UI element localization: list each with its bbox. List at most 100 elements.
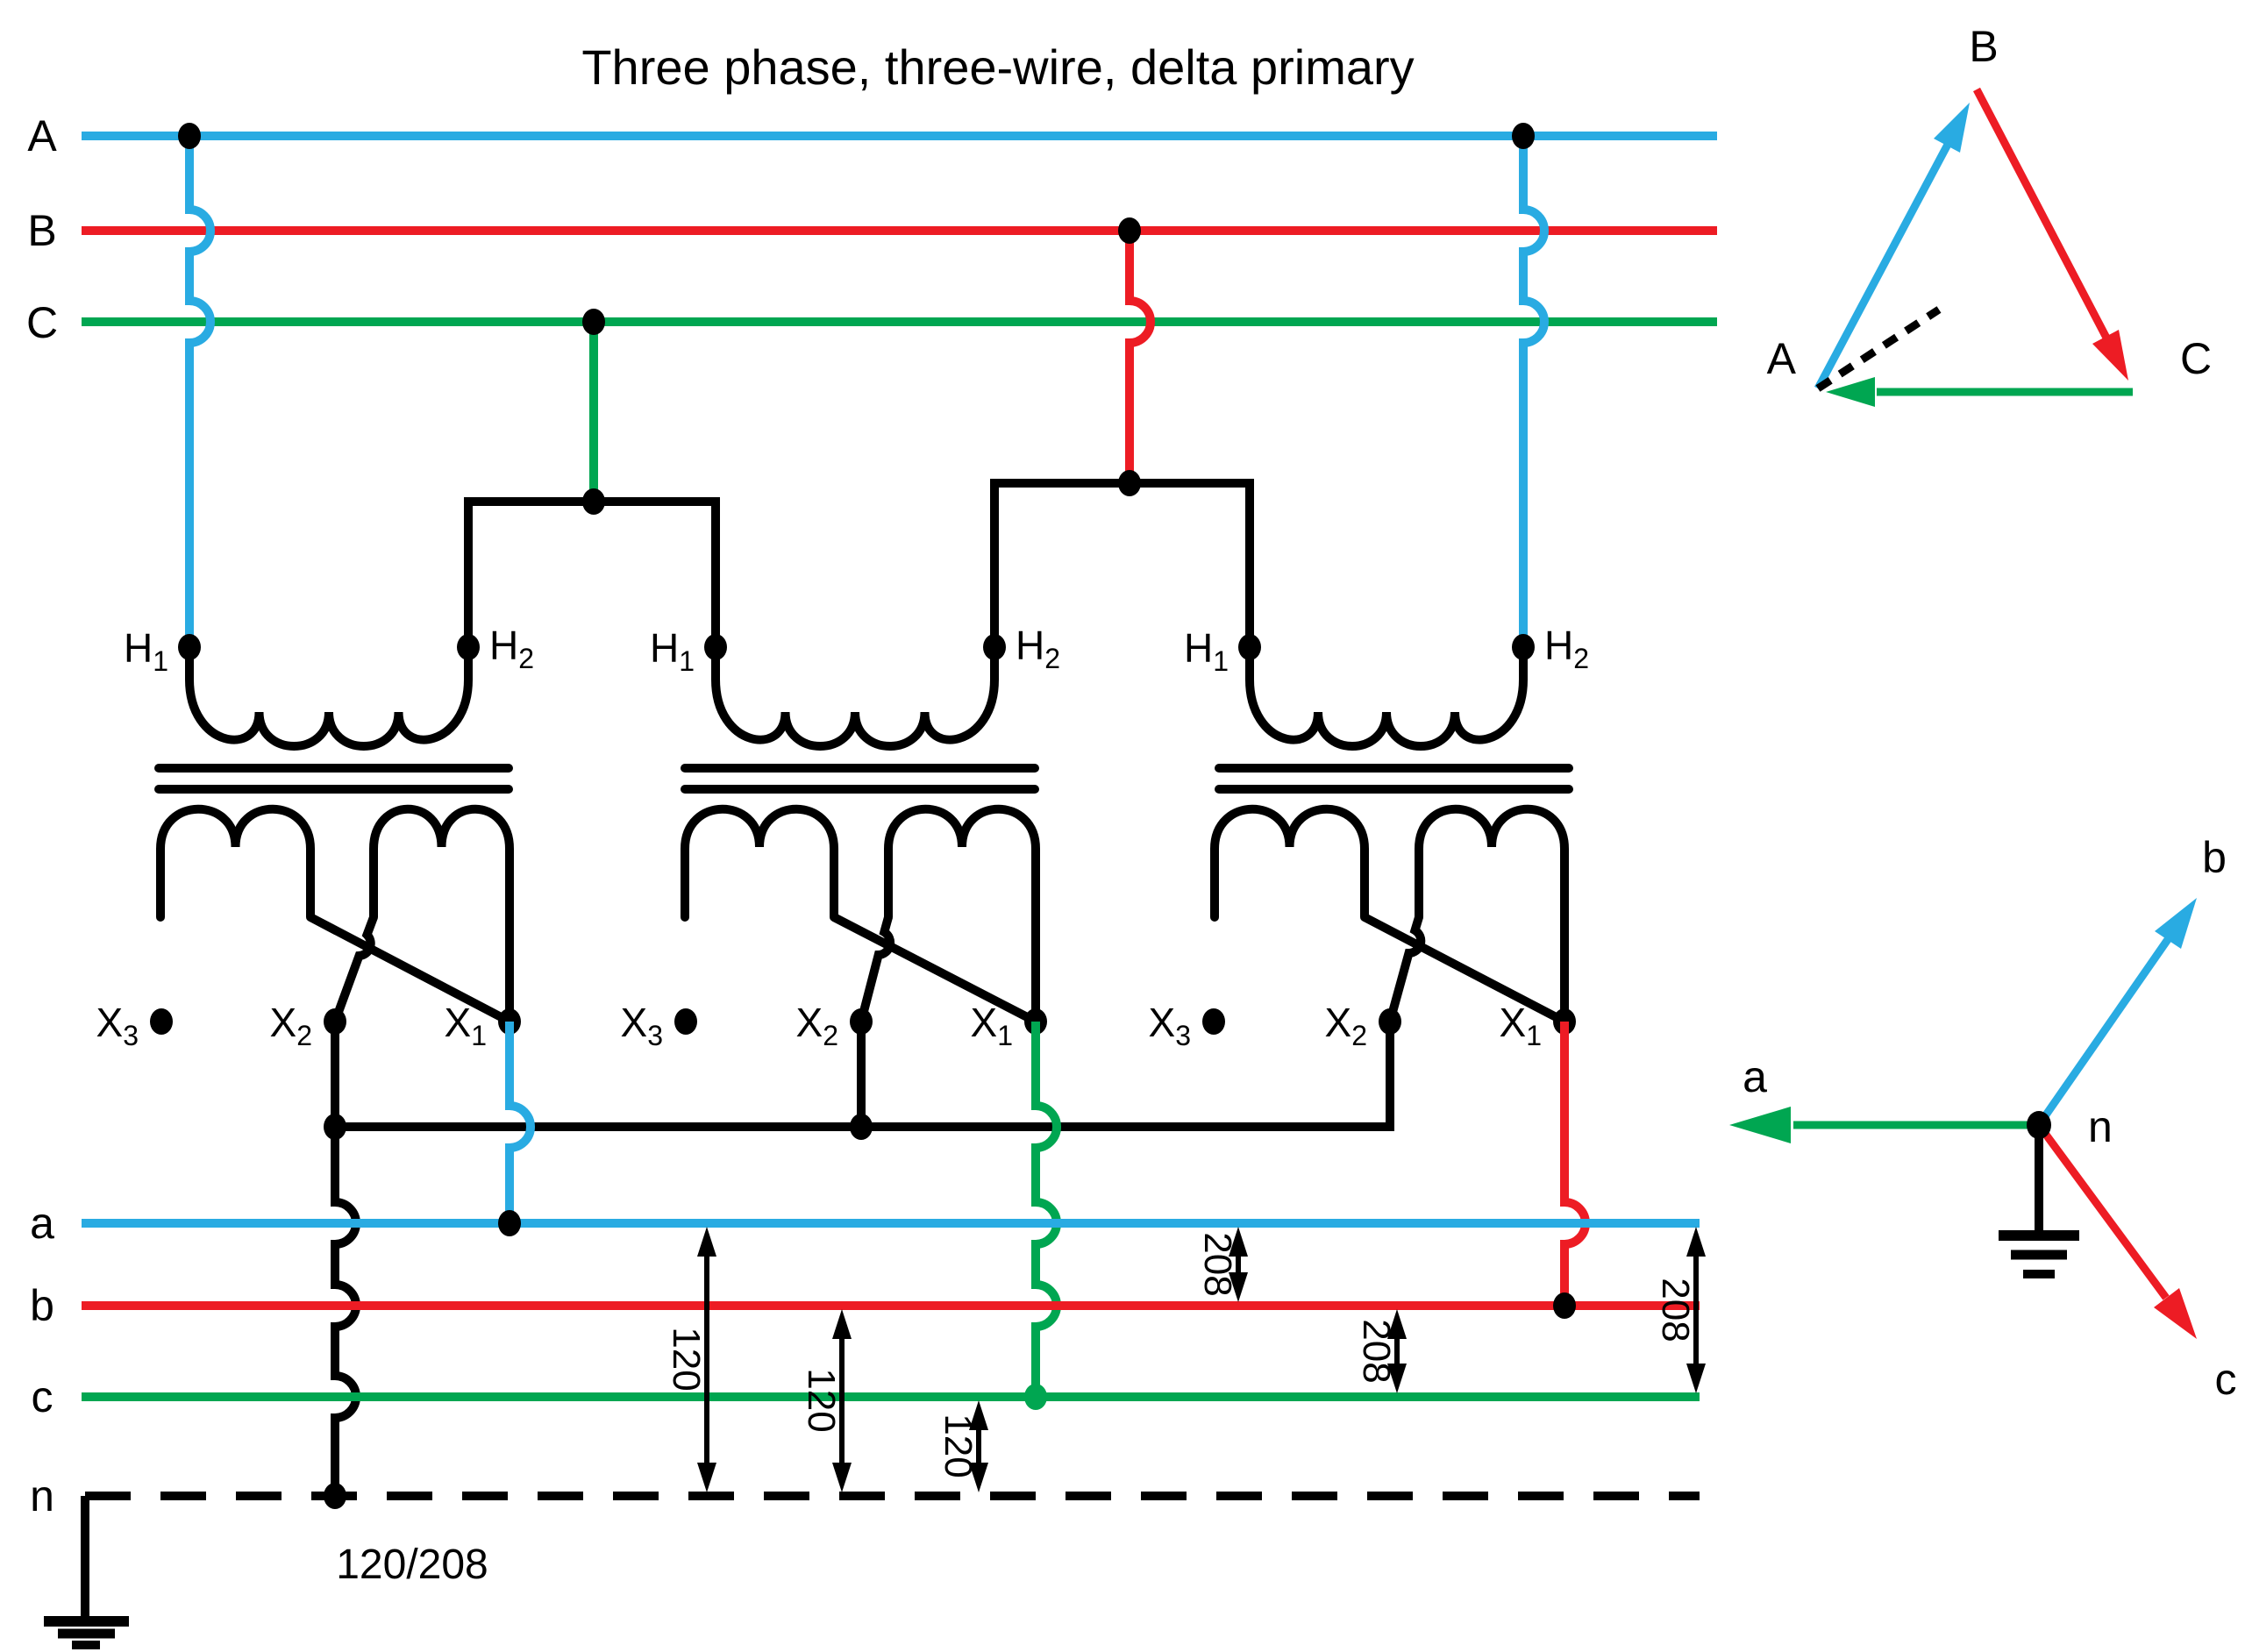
t1-primary-coil	[185, 643, 473, 751]
t2-h2-label: H2	[1016, 623, 1060, 674]
arrowhead-up-icon	[832, 1309, 852, 1339]
arrowhead-icon	[2092, 330, 2128, 381]
t3-x3-label: X3	[1149, 1000, 1191, 1051]
arrowhead-down-icon	[1686, 1364, 1706, 1393]
arrowhead-up-icon	[1686, 1227, 1706, 1257]
phase-C-label: C	[26, 298, 58, 347]
phasor-BC-vector	[1973, 87, 2112, 344]
transformer-2: H1 H2 X3 X2 X1	[621, 623, 1061, 1051]
arrowhead-icon	[2154, 1288, 2197, 1339]
t1-h1-label: H1	[124, 625, 168, 677]
primary-section: A B C	[26, 111, 1717, 647]
junction-dot	[1512, 123, 1535, 149]
secondary-neutral-bus	[335, 1022, 1394, 1131]
t3-primary-coil	[1245, 643, 1528, 751]
t1-h2-terminal-dot	[457, 634, 480, 660]
phasor-bn-vector	[2035, 933, 2174, 1128]
arrowhead-up-icon	[1387, 1309, 1407, 1339]
junction-dot	[582, 309, 605, 335]
arrowhead-icon	[2155, 898, 2197, 949]
arrowhead-down-icon	[697, 1463, 716, 1492]
neutral-node-dot	[2027, 1111, 2051, 1139]
t2-x1-diagonal-wire	[831, 913, 1038, 1026]
phase-c-label: c	[32, 1372, 53, 1421]
phase-A-label: A	[27, 111, 57, 160]
t1-x2-label: X2	[270, 1000, 312, 1051]
t3-x2-diagonal-wire	[1386, 915, 1426, 1023]
dim-label-a-b: 208	[1196, 1232, 1239, 1296]
t2-primary-coil	[711, 643, 999, 751]
dim-label-b-c: 208	[1355, 1319, 1398, 1383]
arrowhead-icon	[1934, 103, 1970, 153]
t2-x2-diagonal-wire	[857, 915, 895, 1023]
phasor-AB-vector	[1814, 139, 1953, 391]
arrowhead-up-icon	[1229, 1227, 1248, 1257]
t2-secondary-coil-2	[884, 804, 1040, 1026]
phase-A-tap-left-wire	[185, 136, 215, 647]
arrowhead-down-icon	[1387, 1364, 1407, 1393]
t2-h1-label: H1	[650, 625, 695, 677]
t3-secondary-coil-2	[1415, 804, 1569, 1026]
arrowhead-down-icon	[832, 1463, 852, 1492]
t2-x3-label: X3	[621, 1000, 663, 1051]
t1-x2-diagonal-wire	[331, 915, 378, 1023]
earth-ground-icon	[44, 1496, 129, 1649]
t3-x3-terminal-dot	[1202, 1008, 1225, 1035]
phase-b-label: b	[30, 1281, 54, 1330]
junction-dot	[1118, 470, 1141, 496]
phase-a-label: a	[30, 1199, 54, 1248]
t3-h2-label: H2	[1544, 623, 1589, 674]
service-voltage-label: 120/208	[336, 1542, 488, 1588]
diagram-title: Three phase, three-wire, delta primary	[581, 39, 1414, 95]
t1-h1-terminal-dot	[178, 634, 201, 660]
wye-a-label: a	[1743, 1052, 1767, 1101]
dimension-annotations: 120 120 120 208 208 208 120/208	[336, 1227, 1706, 1588]
phase-A-tap-right-wire	[1519, 136, 1549, 647]
t3-h1-terminal-dot	[1238, 634, 1261, 660]
t1-x1-label: X1	[445, 1000, 487, 1051]
phase-B-label: B	[27, 206, 56, 255]
junction-dot	[324, 1483, 346, 1509]
arrowhead-down-icon	[969, 1463, 988, 1492]
t1-x1-to-phase-a-wire	[505, 1022, 535, 1223]
junction-dot	[1024, 1384, 1047, 1410]
t2-h1-terminal-dot	[704, 634, 727, 660]
t2-secondary-coil-1	[681, 804, 838, 922]
t2-h2-terminal-dot	[983, 634, 1006, 660]
dim-label-b-n: 120	[800, 1368, 843, 1432]
wye-phasor-diagram: a b c n	[1729, 833, 2237, 1404]
earth-ground-icon	[1999, 1137, 2079, 1278]
dim-label-c-n: 120	[937, 1413, 980, 1478]
t3-x2-label: X2	[1325, 1000, 1367, 1051]
t1-x3-label: X3	[96, 1000, 139, 1051]
neutral-label: n	[30, 1471, 54, 1520]
junction-dot	[324, 1114, 346, 1140]
arrowhead-icon	[1729, 1107, 1791, 1143]
t3-x1-label: X1	[1500, 1000, 1542, 1051]
t2-x1-label: X1	[971, 1000, 1013, 1051]
t2-x2-label: X2	[796, 1000, 838, 1051]
dim-label-a-c: 208	[1654, 1278, 1697, 1342]
arrowhead-icon	[1826, 377, 1875, 407]
transformer-1: H1 H2 X3 X2 X1	[96, 623, 535, 1051]
arrowhead-down-icon	[1229, 1272, 1248, 1302]
t3-secondary-coil-1	[1210, 804, 1369, 922]
t2-x1-to-phase-c-wire	[1031, 1022, 1061, 1397]
junction-dot	[1118, 217, 1141, 244]
transformer-3: H1 H2 X3 X2 X1	[1149, 623, 1590, 1051]
delta-phasor-diagram: A B C	[1767, 22, 2212, 407]
junction-dot	[178, 123, 201, 149]
wye-n-label: n	[2088, 1102, 2113, 1151]
junction-dot	[850, 1114, 873, 1140]
wye-c-label: c	[2215, 1355, 2237, 1404]
delta-C-label: C	[2180, 334, 2212, 383]
junction-dot	[498, 1210, 521, 1236]
t1-x3-terminal-dot	[150, 1008, 173, 1035]
t3-x1-diagonal-wire	[1362, 913, 1567, 1026]
junction-dot	[1553, 1292, 1576, 1319]
t1-secondary-coil-1	[156, 804, 315, 922]
dim-label-a-n: 120	[665, 1327, 708, 1391]
arrowhead-up-icon	[969, 1400, 988, 1430]
